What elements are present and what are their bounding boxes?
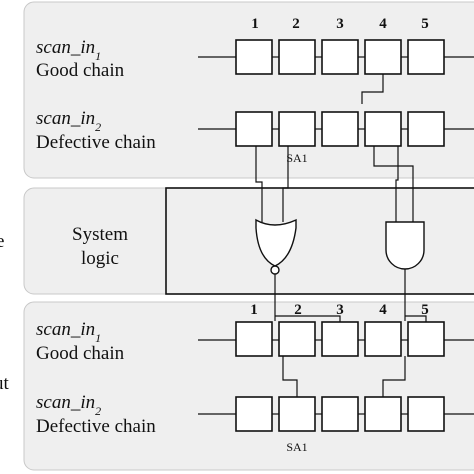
- top-cell-number-4: 4: [379, 16, 387, 32]
- top-good-cell-3: [321, 39, 359, 75]
- top-good-chain-input-label: scan_in1: [36, 37, 101, 63]
- top-good-cell-2: [278, 39, 316, 75]
- bottom-good-cell-5: [407, 321, 445, 357]
- top-defective-cell-5: [407, 111, 445, 147]
- top-cell-number-5: 5: [421, 16, 429, 32]
- top-defective-cell-1: [235, 111, 273, 147]
- bottom-defective-chain: [198, 396, 474, 432]
- system-logic-box: [165, 187, 474, 295]
- top-defective-chain: [198, 111, 474, 147]
- bottom-cell-number-4: 4: [379, 302, 387, 318]
- bottom-good-cell-4: [364, 321, 402, 357]
- bottom-good-cell-1: [235, 321, 273, 357]
- bottom-cell-number-1: 1: [250, 302, 258, 318]
- bottom-defective-chain-name: Defective chain: [36, 416, 156, 437]
- top-defective-chain-name: Defective chain: [36, 132, 156, 153]
- nor-gate: [255, 218, 297, 275]
- bottom-good-chain-name: Good chain: [36, 343, 125, 364]
- bottom-panel: [23, 301, 474, 471]
- top-good-cell-4: [364, 39, 402, 75]
- bottom-defective-cell-2: [278, 396, 316, 432]
- system-logic-label-line2: logic: [81, 248, 119, 269]
- bottom-defective-cell-4: [364, 396, 402, 432]
- edge-fragment-lower: ut: [0, 373, 10, 394]
- top-sa1-label: SA1: [286, 151, 307, 165]
- edge-fragment-middle: e: [0, 231, 4, 252]
- top-good-chain-name: Good chain: [36, 60, 125, 81]
- top-to-gates-wiring: [255, 74, 414, 222]
- top-cell-number-1: 1: [251, 16, 259, 32]
- top-cell-number-2: 2: [292, 16, 300, 32]
- top-defective-cell-4: [364, 111, 402, 147]
- top-good-cell-1: [235, 39, 273, 75]
- top-panel: [23, 1, 474, 179]
- top-defective-cell-3: [321, 111, 359, 147]
- top-good-cell-5: [407, 39, 445, 75]
- top-defective-chain-input-label: scan_in2: [36, 108, 101, 134]
- bottom-good-chain-input-label: scan_in1: [36, 319, 101, 345]
- bottom-inter-chain-wiring: [282, 356, 406, 397]
- system-logic-label-line1: System: [72, 224, 128, 245]
- bottom-defective-chain-input-label: scan_in2: [36, 392, 101, 418]
- bottom-good-cell-3: [321, 321, 359, 357]
- gates-to-bottom-wiring: [274, 269, 406, 321]
- bottom-good-cell-2: [278, 321, 316, 357]
- bottom-defective-cell-1: [235, 396, 273, 432]
- and-gate: [385, 221, 425, 270]
- bottom-defective-cell-5: [407, 396, 445, 432]
- nor-gate-output-bubble: [270, 265, 280, 275]
- top-defective-cell-2: [278, 111, 316, 147]
- top-cell-number-3: 3: [336, 16, 344, 32]
- bottom-sa1-label: SA1: [286, 440, 307, 454]
- bottom-cell-number-5: 5: [421, 302, 429, 318]
- bottom-defective-cell-3: [321, 396, 359, 432]
- bottom-cell-number-2: 2: [294, 302, 302, 318]
- bottom-good-chain: [198, 315, 474, 357]
- top-good-chain: [198, 39, 474, 75]
- bottom-cell-number-3: 3: [336, 302, 344, 318]
